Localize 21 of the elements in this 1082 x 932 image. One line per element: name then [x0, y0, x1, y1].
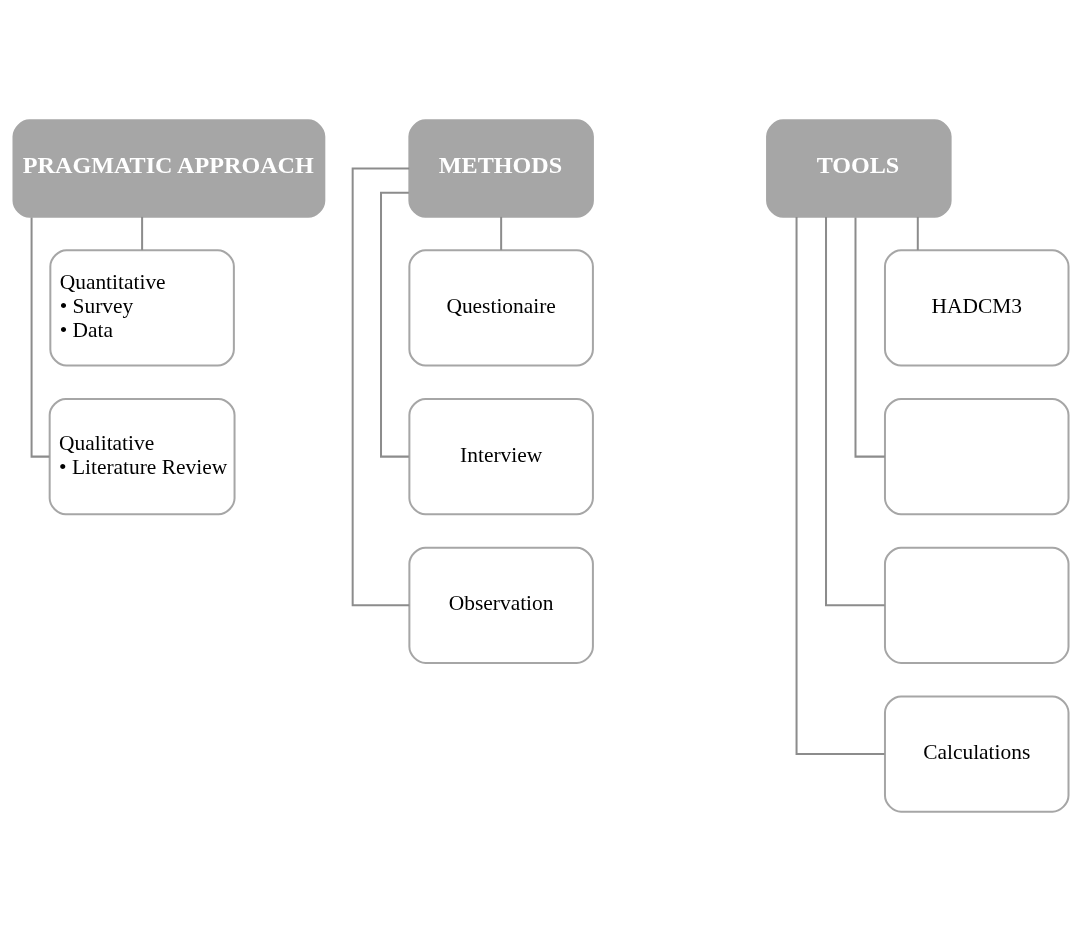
connector — [351, 167, 410, 607]
connector — [141, 216, 144, 251]
connector — [30, 217, 50, 458]
node-box: Qualitative • Literature Review — [48, 398, 236, 516]
connector — [825, 217, 885, 607]
node-box: Observation — [408, 546, 594, 664]
node-box: Interview — [408, 398, 594, 516]
connector — [916, 216, 919, 251]
node-box: Calculations — [883, 695, 1070, 813]
node-box: PRAGMATIC APPROACH — [12, 119, 326, 218]
node-box — [883, 398, 1070, 516]
node-box — [883, 546, 1070, 664]
connector — [380, 191, 409, 458]
connector — [854, 217, 885, 458]
connector — [795, 217, 885, 756]
node-box: METHODS — [408, 119, 594, 218]
node-box: HADCM3 — [883, 249, 1070, 367]
node-box: Questionaire — [408, 249, 594, 367]
node-box: Quantitative • Survey • Data — [49, 249, 235, 367]
node-box: TOOLS — [766, 119, 952, 218]
connector — [500, 216, 503, 251]
